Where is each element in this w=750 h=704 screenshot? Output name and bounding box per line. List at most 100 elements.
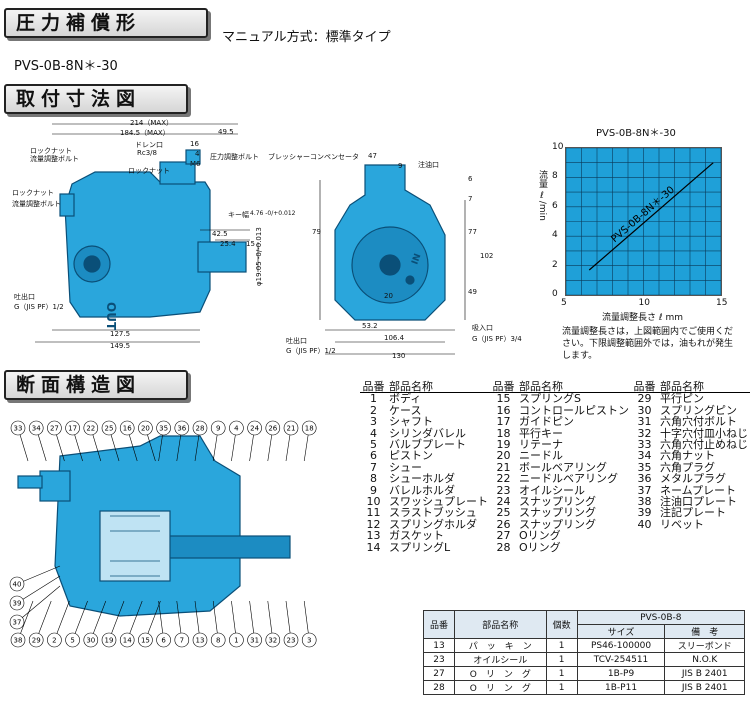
callout-circle [229,420,244,436]
part-name: ボディ [389,392,422,406]
part-name: バレルホルダ [389,483,455,497]
callout-number: 15 [141,637,150,645]
dim-127: 127.5 [110,330,131,338]
part-name: スナップリング [519,506,596,520]
callout-number: 19 [105,637,114,645]
adjust-bolt-side [59,193,75,217]
parts-header: 品番 [360,381,387,394]
part-number: 39 [637,506,652,520]
dim-79: 79 [312,228,321,236]
seal-model-header: PVS-0B-8 [576,610,746,625]
callout-circle [47,420,62,436]
part-number: 16 [496,403,511,417]
x-tick-label: 10 [638,298,650,308]
part-name: スナップリング [519,517,596,531]
part-name [658,542,750,553]
callout-circle [10,420,26,436]
part-number: 9 [370,483,377,497]
part-number: 11 [366,506,381,520]
parts-header: 品番 [631,381,658,394]
part-number: 22 [496,472,511,486]
callout-number: 24 [250,425,259,433]
flow-chart-svg: PVS-0B-8N＊-30 [565,147,722,296]
subtitle: マニュアル方式：標準タイプ [222,30,391,45]
part-number: 5 [370,438,377,452]
part-name: ニードル [519,449,563,463]
table-cell: 1 [545,666,578,681]
part-name: リベット [660,517,704,531]
dim-49b: 49 [468,288,477,296]
chart-note: 流量調整長さは，上図範囲内でご使用ください。下限調整範囲外では，油もれが発生しま… [562,327,734,361]
y-tick-label: 0 [552,289,558,299]
key-dim-label: 4.76 -0/+0.012 [250,210,296,217]
callout-number: 22 [86,425,95,433]
part-number: 35 [637,460,652,474]
table-cell: JIS B 2401 [664,680,745,695]
table-cell: JIS B 2401 [664,666,745,681]
seal-col-name: 部品名称 [454,610,547,639]
dim-53: 53.2 [362,322,378,330]
callout-circle [65,420,80,436]
dim-102: 102 [480,252,494,260]
dim-149: 149.5 [110,342,131,350]
callout-circle [28,632,44,648]
callout-circle [156,632,171,648]
callout-leader [16,565,61,585]
dim-42: 42.5 [212,230,228,238]
part-name: 六角穴付止めねじ [660,438,748,452]
callout-number: 27 [50,425,59,433]
callout-circle [156,420,171,436]
lock-nut2-label: ロックナット [128,167,170,175]
callout-number: 7 [180,637,184,645]
compensator-side [159,161,196,185]
callout-circle [138,420,153,436]
in-mark: IN [410,252,423,266]
part-name: スワッシュプレート [389,495,488,509]
part-number: 38 [637,495,652,509]
callout-circle [265,632,281,648]
callout-number: 20 [141,425,150,433]
dim-4: 4 [195,150,200,158]
table-cell: 1 [545,680,578,695]
table-cell: 27 [423,666,455,681]
key-label: キー幅 [228,211,249,219]
drain-label: ドレン口 [135,141,163,149]
compensator-label: ブレッシャーコンペンセータ [268,153,359,161]
part-name: 注記プレート [660,506,726,520]
part-name: ガスケット [389,529,444,543]
lube-label: 注油口 [418,161,439,169]
part-name: 平行キー [519,426,563,440]
part-number: 33 [637,438,652,452]
dim-77: 77 [468,228,477,236]
y-tick-label: 8 [552,171,558,182]
part-number: 10 [366,495,381,509]
shaft-side [197,241,247,273]
callout-circle [9,614,25,630]
part-name: リテーナ [519,438,563,452]
callout-number: 37 [13,619,22,627]
part-number: 7 [370,460,377,474]
front-view-drawing: IN [319,164,466,355]
callout-number: 29 [32,637,41,645]
callout-circle [119,420,135,436]
rc-label: Rc3/8 [137,149,157,157]
chart-xlabel: 流量調整長さ ℓ mm [602,313,683,323]
callout-circle [301,632,317,648]
part-name: シリンダバレル [389,426,466,440]
part-name: シャフト [389,415,433,429]
part-name: 六角ナット [660,449,715,463]
callout-number: 3 [307,637,311,645]
pump-body-side [64,171,211,318]
series-line [588,162,714,271]
dim-6: 6 [468,175,473,183]
callout-circle [9,595,25,611]
